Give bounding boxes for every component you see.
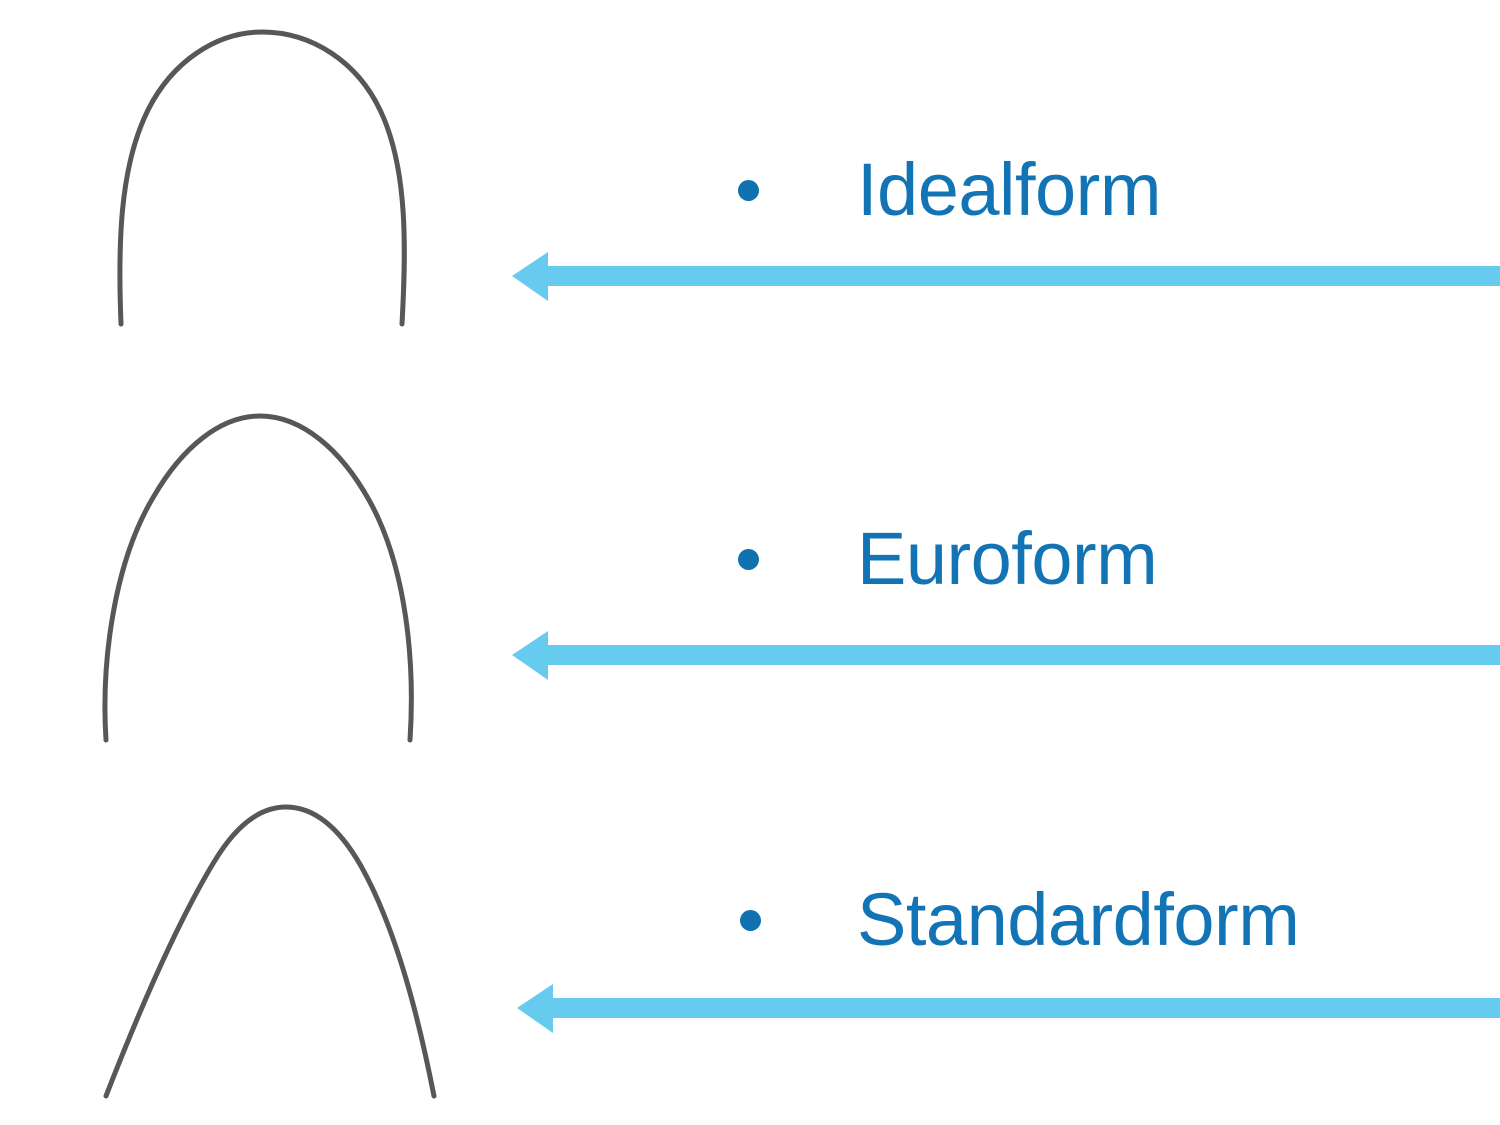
archwire-euroform-path [102,413,414,743]
bullet-row-idealform: Idealform [738,150,1161,230]
archwire-euroform [88,404,438,749]
bullet-dot-euroform [738,548,759,570]
bullet-row-euroform: Euroform [738,517,1158,600]
arrow-left-standardform [513,978,1500,1038]
bullet-dot-standardform [740,909,761,931]
archwire-idealform [100,18,440,338]
arrow-left-euroform [508,625,1500,685]
arrow-left-euroform-shape [512,631,1500,680]
bullet-row-standardform: Standardform [740,878,1300,961]
label-euroform: Euroform [857,517,1158,600]
label-idealform: Idealform [857,148,1161,231]
archwire-idealform-path [117,29,407,327]
arrow-left-standardform-shape [517,984,1500,1033]
archwire-standardform-path [103,804,437,1099]
arrow-left-idealform [508,246,1500,306]
bullet-dot-idealform [738,179,759,201]
label-standardform: Standardform [857,878,1300,961]
archwire-standardform [88,792,458,1125]
arrow-left-idealform-shape [512,252,1500,301]
